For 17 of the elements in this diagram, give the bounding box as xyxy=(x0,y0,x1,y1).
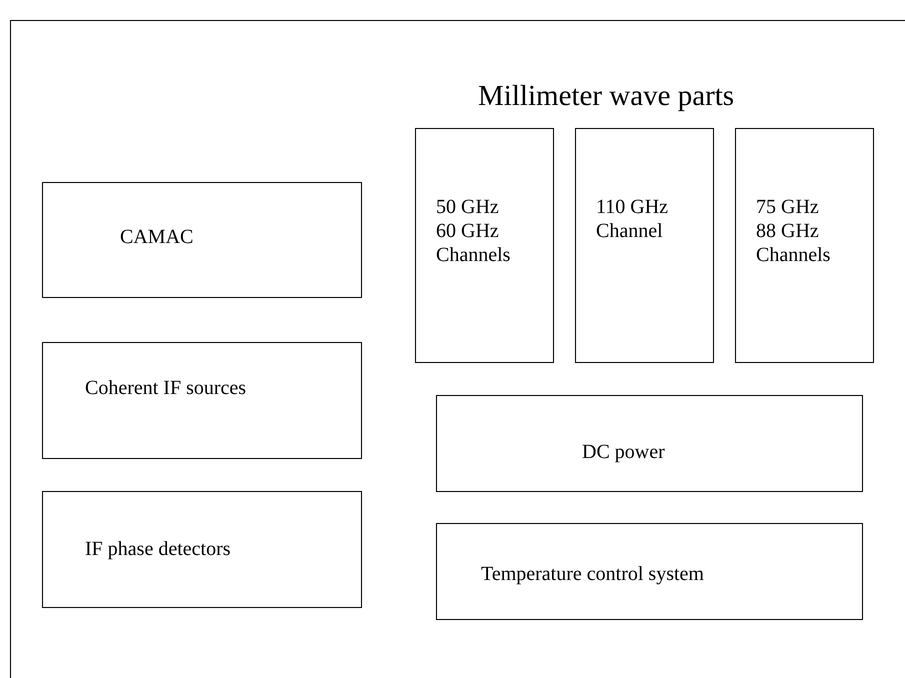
box-label: CAMAC xyxy=(120,225,194,249)
box-label: Coherent IF sources xyxy=(85,376,246,400)
component-box xyxy=(42,342,362,459)
group-heading: Millimeter wave parts xyxy=(478,80,734,113)
box-label: Temperature control system xyxy=(481,562,704,586)
component-box xyxy=(575,128,714,363)
box-label: 50 GHz 60 GHz Channels xyxy=(436,195,512,267)
component-box xyxy=(436,395,863,492)
component-box xyxy=(415,128,554,363)
box-label: 75 GHz 88 GHz Channels xyxy=(756,195,832,267)
box-label: IF phase detectors xyxy=(85,537,231,561)
box-label: DC power xyxy=(582,440,665,464)
component-box xyxy=(42,182,362,298)
component-box xyxy=(436,523,863,620)
component-box xyxy=(735,128,874,363)
component-box xyxy=(42,491,362,608)
box-label: 110 GHz Channel xyxy=(596,195,670,243)
